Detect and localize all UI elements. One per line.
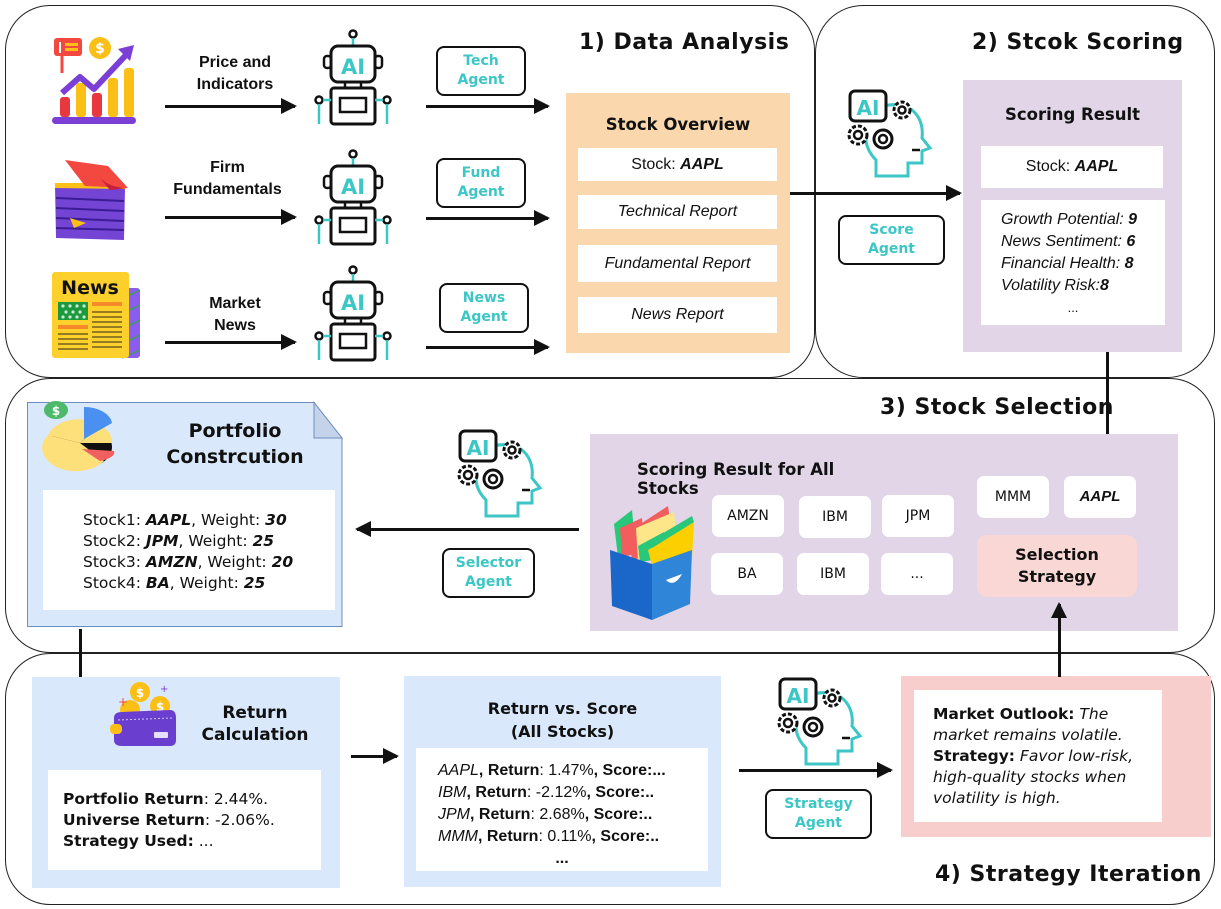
- ai-head-gears-icon: AI: [777, 677, 863, 766]
- holding-row: Stock2: JPM, Weight: 25: [83, 532, 275, 550]
- svg-text:+: +: [118, 695, 128, 709]
- holding-row: Stock3: AMZN, Weight: 20: [83, 553, 294, 571]
- chart-trend-icon: $: [52, 37, 136, 124]
- return-calculation-title: Return Calculation: [201, 703, 309, 745]
- document-stack-icon: [55, 160, 128, 240]
- ai-head-gears-icon: AI: [457, 429, 543, 518]
- svg-text:AI: AI: [787, 684, 810, 708]
- technical-report-row: Technical Report: [578, 195, 777, 229]
- stock-chip: IBM: [799, 496, 871, 538]
- scoring-stock-row: Stock: AAPL: [981, 146, 1163, 188]
- input-label-price: Price and Indicators: [196, 54, 274, 93]
- svg-text:$: $: [95, 41, 105, 57]
- arrow-news-agent-to-overview: [426, 339, 550, 355]
- arrow-overview-to-scoring: [790, 185, 962, 201]
- svg-text:News: News: [61, 277, 119, 299]
- svg-text:$: $: [52, 404, 60, 418]
- return-vs-score-list: AAPL, Return: 1.47%, Score:... IBM, Retu…: [416, 748, 708, 871]
- all-stocks-title: Scoring Result for All Stocks: [637, 460, 835, 498]
- robot-ai-icon: AI: [314, 29, 392, 126]
- stock-chip-aapl: AAPL: [1064, 476, 1136, 518]
- svg-text:AI: AI: [467, 436, 490, 460]
- svg-text:AI: AI: [341, 175, 365, 199]
- selection-strategy-box: Selection Strategy: [977, 535, 1137, 597]
- arrow-news-to-robot: [165, 334, 297, 350]
- stock-chip: ...: [881, 553, 953, 595]
- return-score-row: JPM, Return: 2.68%, Score:..: [438, 806, 653, 823]
- arrow-strategy-to-selection: [1051, 602, 1067, 677]
- fundamental-report-row: Fundamental Report: [578, 245, 777, 282]
- arrow-fundamentals-to-robot: [165, 209, 297, 225]
- return-score-row: AAPL, Return: 1.47%, Score:...: [438, 762, 666, 779]
- stock-overview-box: Stock Overview Stock: AAPL Technical Rep…: [566, 93, 790, 353]
- svg-text:AI: AI: [341, 55, 365, 79]
- robot-ai-icon: AI: [314, 265, 392, 362]
- svg-text:$: $: [136, 686, 144, 700]
- arrow-fund-agent-to-overview: [426, 210, 550, 226]
- stock-overview-title: Stock Overview: [605, 115, 751, 134]
- stage-title-stock-selection: 3) Stock Selection: [880, 395, 1114, 420]
- overview-stock-row: Stock: AAPL: [578, 148, 777, 181]
- svg-text:+: +: [160, 684, 168, 695]
- ai-head-gears-icon: AI: [847, 89, 933, 178]
- holding-row: Stock1: AAPL, Weight: 30: [83, 511, 287, 529]
- stage-title-stock-scoring: 2) Stcok Scoring: [972, 30, 1184, 55]
- stock-chip: IBM: [797, 553, 869, 595]
- robot-ai-icon: AI: [314, 149, 392, 246]
- svg-text:AI: AI: [857, 96, 880, 120]
- stage-title-data-analysis: 1) Data Analysis: [579, 30, 790, 55]
- arrow-price-to-robot: [165, 98, 297, 114]
- scoring-metrics-list: Growth Potential: 9 News Sentiment: 6 Fi…: [981, 200, 1165, 325]
- return-calculation-list: Portfolio Return: 2.44%. Universe Return…: [48, 770, 321, 870]
- input-label-fundamentals: Firm Fundamentals: [173, 159, 282, 198]
- input-label-news: Market News: [209, 295, 261, 334]
- return-score-row: IBM, Return: -2.12%, Score:..: [438, 784, 655, 801]
- stock-chip: JPM: [882, 495, 954, 537]
- stock-chip: AMZN: [712, 495, 784, 537]
- arrow-analysis-to-strategy: [739, 762, 893, 778]
- svg-text:$: $: [156, 700, 164, 714]
- stock-chip: BA: [711, 553, 783, 595]
- portfolio-holdings-list: Stock1: AAPL, Weight: 30 Stock2: JPM, We…: [43, 490, 335, 610]
- return-score-row: MMM, Return: 0.11%, Score:..: [438, 828, 660, 845]
- portfolio-title: Portfolio Constrcution: [166, 420, 304, 468]
- news-report-row: News Report: [578, 297, 777, 333]
- svg-text:AI: AI: [341, 291, 365, 315]
- newspaper-icon: News: [52, 272, 141, 359]
- arrow-return-to-score-analysis: [351, 748, 399, 764]
- wallet-coins-icon: $ $ + +: [110, 682, 176, 746]
- file-box-icon: [610, 506, 694, 620]
- stage-title-strategy-iteration: 4) Strategy Iteration: [935, 862, 1202, 887]
- holding-row: Stock4: BA, Weight: 25: [83, 574, 266, 592]
- stock-chip-mmm: MMM: [977, 476, 1049, 518]
- pie-chart-icon: $: [42, 401, 115, 472]
- strategy-text: Market Outlook: The market remains volat…: [914, 690, 1162, 822]
- scoring-result-title: Scoring Result: [1004, 105, 1141, 124]
- scoring-result-box: Scoring Result Stock: AAPL Growth Potent…: [963, 80, 1182, 352]
- arrow-selection-to-portfolio: [355, 521, 579, 537]
- return-vs-score-title: Return vs. Score (All Stocks): [487, 699, 638, 741]
- arrow-tech-agent-to-overview: [426, 98, 550, 114]
